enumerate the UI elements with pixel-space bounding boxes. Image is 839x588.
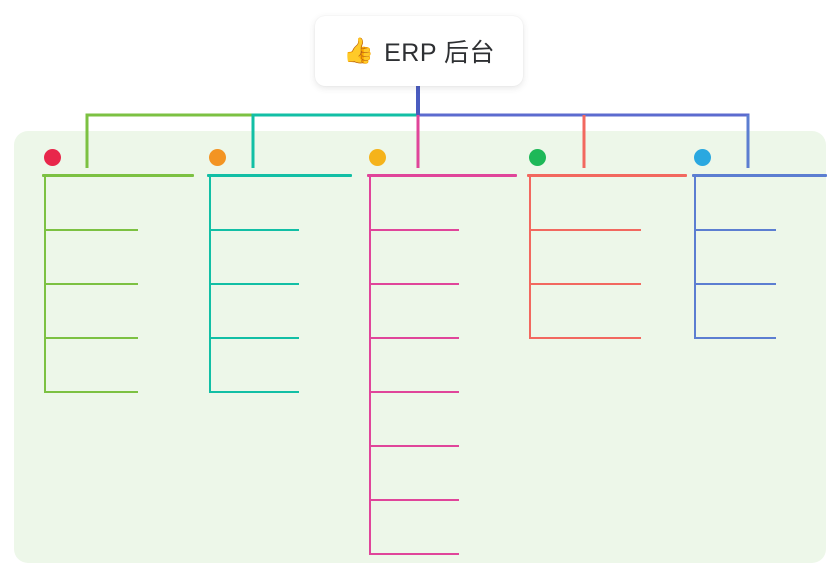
- leaf-item-rule: [371, 445, 459, 447]
- column-1: [42, 146, 194, 393]
- leaf-item[interactable]: [46, 285, 194, 339]
- leaf-item[interactable]: [696, 285, 827, 339]
- leaf-item[interactable]: [371, 285, 517, 339]
- leaf-item-rule: [211, 229, 299, 231]
- column-items: [42, 177, 194, 393]
- column-3: [367, 146, 517, 555]
- column-header-rule: [527, 174, 687, 177]
- leaf-item[interactable]: [696, 231, 827, 285]
- leaf-item-rule: [531, 337, 641, 339]
- column-header-5[interactable]: [692, 146, 827, 168]
- column-header-rule: [692, 174, 827, 177]
- root-node[interactable]: 👍 ERP 后台: [315, 16, 523, 86]
- leaf-item[interactable]: [371, 393, 517, 447]
- column-items: [367, 177, 517, 555]
- diagram-panel: [14, 131, 826, 563]
- column-header-rule: [42, 174, 194, 177]
- number-badge-icon: [529, 148, 546, 166]
- leaf-item-rule: [46, 391, 138, 393]
- column-header-4[interactable]: [527, 146, 687, 168]
- leaf-item-rule: [371, 553, 459, 555]
- column-4: [527, 146, 687, 339]
- leaf-item-rule: [46, 337, 138, 339]
- leaf-item[interactable]: [371, 339, 517, 393]
- column-header-rule: [367, 174, 517, 177]
- leaf-item-rule: [46, 229, 138, 231]
- number-badge-icon: [209, 148, 226, 166]
- column-items: [207, 177, 352, 393]
- number-badge-icon: [44, 148, 61, 166]
- leaf-item[interactable]: [46, 177, 194, 231]
- leaf-item[interactable]: [531, 231, 687, 285]
- thumbs-up-icon: 👍: [342, 36, 375, 65]
- leaf-item[interactable]: [371, 177, 517, 231]
- leaf-item-rule: [211, 337, 299, 339]
- column-spine: [529, 177, 531, 339]
- leaf-item-rule: [531, 229, 641, 231]
- column-header-2[interactable]: [207, 146, 352, 168]
- column-items: [527, 177, 687, 339]
- column-spine: [209, 177, 211, 393]
- leaf-item-rule: [211, 283, 299, 285]
- leaf-item[interactable]: [211, 285, 352, 339]
- leaf-item[interactable]: [696, 177, 827, 231]
- leaf-item[interactable]: [211, 177, 352, 231]
- leaf-item-rule: [371, 337, 459, 339]
- leaf-item[interactable]: [371, 501, 517, 555]
- leaf-item-rule: [371, 283, 459, 285]
- leaf-item-rule: [211, 391, 299, 393]
- leaf-item-rule: [531, 283, 641, 285]
- column-spine: [369, 177, 371, 555]
- leaf-item-rule: [371, 229, 459, 231]
- leaf-item-rule: [696, 337, 776, 339]
- leaf-item-rule: [371, 391, 459, 393]
- column-spine: [694, 177, 696, 339]
- leaf-item[interactable]: [46, 339, 194, 393]
- number-badge-icon: [369, 148, 386, 166]
- column-spine: [44, 177, 46, 393]
- leaf-item-rule: [371, 499, 459, 501]
- leaf-item-rule: [696, 283, 776, 285]
- column-header-3[interactable]: [367, 146, 517, 168]
- column-header-1[interactable]: [42, 146, 194, 168]
- leaf-item[interactable]: [531, 285, 687, 339]
- root-title: ERP 后台: [384, 39, 496, 67]
- leaf-item[interactable]: [531, 177, 687, 231]
- leaf-item[interactable]: [371, 447, 517, 501]
- leaf-item[interactable]: [211, 339, 352, 393]
- leaf-item-rule: [46, 283, 138, 285]
- column-header-rule: [207, 174, 352, 177]
- leaf-item-rule: [696, 229, 776, 231]
- column-items: [692, 177, 827, 339]
- leaf-item[interactable]: [211, 231, 352, 285]
- number-badge-icon: [694, 148, 711, 166]
- column-2: [207, 146, 352, 393]
- column-5: [692, 146, 827, 339]
- leaf-item[interactable]: [371, 231, 517, 285]
- leaf-item[interactable]: [46, 231, 194, 285]
